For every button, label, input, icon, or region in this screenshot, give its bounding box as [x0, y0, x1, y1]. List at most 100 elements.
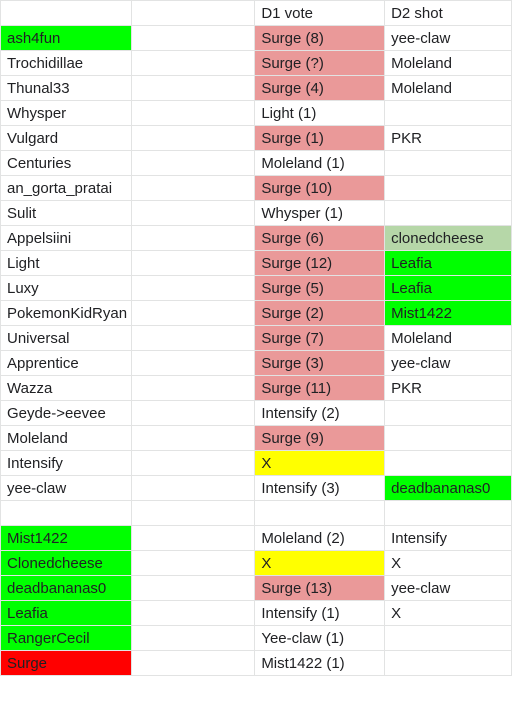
- player-name-cell[interactable]: Intensify: [0, 450, 132, 476]
- player-name-cell[interactable]: Thunal33: [0, 75, 132, 101]
- player-name-cell[interactable]: yee-claw: [0, 475, 132, 501]
- empty-cell[interactable]: [130, 650, 256, 676]
- player-name-cell[interactable]: ash4fun: [0, 25, 132, 51]
- d1-vote-cell[interactable]: Intensify (1): [254, 600, 386, 626]
- empty-cell[interactable]: [130, 500, 256, 526]
- empty-cell[interactable]: [130, 250, 256, 276]
- d1-vote-cell[interactable]: Surge (9): [254, 425, 386, 451]
- d2-shot-cell[interactable]: yee-claw: [384, 350, 512, 376]
- d1-vote-cell[interactable]: Surge (8): [254, 25, 386, 51]
- empty-cell[interactable]: [130, 50, 256, 76]
- empty-cell[interactable]: [130, 300, 256, 326]
- d2-shot-cell[interactable]: deadbananas0: [384, 475, 512, 501]
- d1-vote-cell[interactable]: Surge (4): [254, 75, 386, 101]
- d1-vote-cell[interactable]: Moleland (2): [254, 525, 386, 551]
- player-name-cell[interactable]: Whysper: [0, 100, 132, 126]
- d1-vote-cell[interactable]: Surge (5): [254, 275, 386, 301]
- d1-vote-cell[interactable]: Surge (2): [254, 300, 386, 326]
- d2-shot-cell[interactable]: [384, 500, 512, 526]
- player-name-cell[interactable]: Appelsiini: [0, 225, 132, 251]
- empty-cell[interactable]: [130, 225, 256, 251]
- d1-vote-cell[interactable]: Surge (3): [254, 350, 386, 376]
- empty-cell[interactable]: [130, 375, 256, 401]
- d2-shot-cell[interactable]: [384, 425, 512, 451]
- d1-vote-cell[interactable]: Surge (12): [254, 250, 386, 276]
- empty-cell[interactable]: [130, 525, 256, 551]
- d2-shot-cell[interactable]: PKR: [384, 375, 512, 401]
- d1-vote-cell[interactable]: Surge (?): [254, 50, 386, 76]
- d1-vote-cell[interactable]: Moleland (1): [254, 150, 386, 176]
- player-name-cell[interactable]: Clonedcheese: [0, 550, 132, 576]
- d2-shot-cell[interactable]: Moleland: [384, 325, 512, 351]
- player-name-cell[interactable]: Wazza: [0, 375, 132, 401]
- d2-shot-cell[interactable]: yee-claw: [384, 25, 512, 51]
- empty-cell[interactable]: [130, 25, 256, 51]
- player-name-cell[interactable]: Light: [0, 250, 132, 276]
- empty-cell[interactable]: [130, 600, 256, 626]
- d1-vote-cell[interactable]: Surge (7): [254, 325, 386, 351]
- player-name-cell[interactable]: Vulgard: [0, 125, 132, 151]
- d1-vote-cell[interactable]: Surge (6): [254, 225, 386, 251]
- d1-vote-cell[interactable]: Whysper (1): [254, 200, 386, 226]
- player-name-cell[interactable]: Moleland: [0, 425, 132, 451]
- d2-shot-cell[interactable]: [384, 400, 512, 426]
- d2-shot-cell[interactable]: Moleland: [384, 75, 512, 101]
- empty-cell[interactable]: [130, 450, 256, 476]
- empty-cell[interactable]: [130, 200, 256, 226]
- d2-shot-cell[interactable]: Mist1422: [384, 300, 512, 326]
- d1-vote-cell[interactable]: Intensify (3): [254, 475, 386, 501]
- player-name-cell[interactable]: deadbananas0: [0, 575, 132, 601]
- player-name-cell[interactable]: Trochidillae: [0, 50, 132, 76]
- d2-shot-cell[interactable]: Leafia: [384, 250, 512, 276]
- empty-cell[interactable]: [130, 350, 256, 376]
- header-cell[interactable]: [130, 0, 256, 26]
- d1-vote-cell[interactable]: [254, 500, 386, 526]
- player-name-cell[interactable]: Universal: [0, 325, 132, 351]
- d2-shot-cell[interactable]: yee-claw: [384, 575, 512, 601]
- d2-shot-cell[interactable]: X: [384, 600, 512, 626]
- player-name-cell[interactable]: an_gorta_pratai: [0, 175, 132, 201]
- player-name-cell[interactable]: [0, 500, 132, 526]
- empty-cell[interactable]: [130, 425, 256, 451]
- d2-shot-cell[interactable]: X: [384, 550, 512, 576]
- player-name-cell[interactable]: Mist1422: [0, 525, 132, 551]
- d1-vote-cell[interactable]: Yee-claw (1): [254, 625, 386, 651]
- empty-cell[interactable]: [130, 275, 256, 301]
- d1-vote-cell[interactable]: Light (1): [254, 100, 386, 126]
- empty-cell[interactable]: [130, 625, 256, 651]
- d2-shot-cell[interactable]: PKR: [384, 125, 512, 151]
- d2-shot-cell[interactable]: [384, 150, 512, 176]
- player-name-cell[interactable]: Surge: [0, 650, 132, 676]
- empty-cell[interactable]: [130, 100, 256, 126]
- player-name-cell[interactable]: Centuries: [0, 150, 132, 176]
- header-cell[interactable]: D1 vote: [254, 0, 386, 26]
- header-cell[interactable]: [0, 0, 132, 26]
- d2-shot-cell[interactable]: Intensify: [384, 525, 512, 551]
- d2-shot-cell[interactable]: [384, 450, 512, 476]
- empty-cell[interactable]: [130, 125, 256, 151]
- d1-vote-cell[interactable]: Intensify (2): [254, 400, 386, 426]
- d1-vote-cell[interactable]: Mist1422 (1): [254, 650, 386, 676]
- d1-vote-cell[interactable]: X: [254, 450, 386, 476]
- d1-vote-cell[interactable]: Surge (11): [254, 375, 386, 401]
- empty-cell[interactable]: [130, 550, 256, 576]
- empty-cell[interactable]: [130, 75, 256, 101]
- d1-vote-cell[interactable]: X: [254, 550, 386, 576]
- player-name-cell[interactable]: Leafia: [0, 600, 132, 626]
- empty-cell[interactable]: [130, 325, 256, 351]
- empty-cell[interactable]: [130, 575, 256, 601]
- d2-shot-cell[interactable]: Moleland: [384, 50, 512, 76]
- player-name-cell[interactable]: PokemonKidRyan: [0, 300, 132, 326]
- player-name-cell[interactable]: RangerCecil: [0, 625, 132, 651]
- player-name-cell[interactable]: Sulit: [0, 200, 132, 226]
- d1-vote-cell[interactable]: Surge (10): [254, 175, 386, 201]
- empty-cell[interactable]: [130, 150, 256, 176]
- empty-cell[interactable]: [130, 400, 256, 426]
- d2-shot-cell[interactable]: [384, 200, 512, 226]
- d2-shot-cell[interactable]: Leafia: [384, 275, 512, 301]
- empty-cell[interactable]: [130, 175, 256, 201]
- header-cell[interactable]: D2 shot: [384, 0, 512, 26]
- player-name-cell[interactable]: Apprentice: [0, 350, 132, 376]
- d1-vote-cell[interactable]: Surge (13): [254, 575, 386, 601]
- d2-shot-cell[interactable]: [384, 650, 512, 676]
